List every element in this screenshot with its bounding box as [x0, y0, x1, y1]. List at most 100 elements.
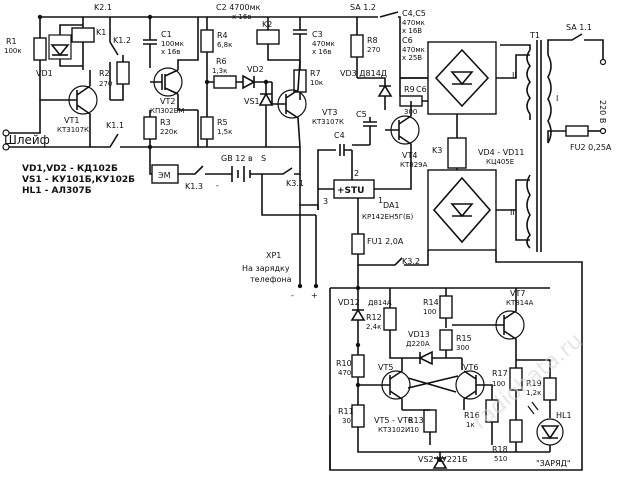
- switch-sa11: [547, 33, 604, 60]
- vs2-label: VS2 КУ221Б: [418, 455, 468, 464]
- r11-label: R11: [338, 407, 354, 416]
- vt2-label: VT2: [160, 97, 175, 106]
- r10-label: R10: [336, 359, 352, 368]
- vd4-11-label: VD4 - VD11: [478, 148, 525, 157]
- shleif-label: Шлейф: [4, 133, 50, 147]
- c5-label: C5: [356, 110, 367, 119]
- r5-label: R5: [217, 118, 228, 127]
- vt2-type: КП302БМ: [150, 107, 184, 115]
- r12-value: 2,4к: [366, 323, 381, 331]
- vd12-type: Д814А: [368, 299, 392, 307]
- c3-value: 470мк: [312, 40, 335, 48]
- power-supply-section: K3 VD4 - VD11 КЦ405Е T1 II III I SA 1.1 …: [329, 23, 612, 471]
- c2-r4-section: C2 4700мк х 16в R4 6,8к R6 1,3к VD2 VS1 …: [198, 3, 300, 148]
- vt6-label: VT6: [463, 363, 478, 372]
- da1-type: КР142ЕН5Г(Б): [362, 213, 413, 221]
- fu2-label: FU2 0,25А: [570, 143, 612, 152]
- vt1-label: VT1: [64, 116, 79, 125]
- led-hl1: [536, 418, 564, 446]
- resistor-r3: [143, 116, 157, 140]
- resistor-r13: [423, 409, 437, 433]
- capacitor-c4: [324, 144, 352, 156]
- r18-label: R18: [492, 445, 508, 454]
- k3-label: K3: [432, 146, 442, 155]
- charge-indicator-section: VD12 Д814А R12 2,4к R14 100 VD13 Д220А R…: [329, 265, 572, 470]
- xp1-line2: телефона: [250, 275, 292, 284]
- vt1-type: КТ3107К: [57, 126, 89, 134]
- transformer-core: [536, 40, 542, 252]
- k21-label: K2.1: [94, 3, 112, 12]
- resistor-r1: [33, 37, 47, 61]
- vt4-label: VT4: [402, 151, 417, 160]
- thyristor-vs1: [258, 82, 274, 106]
- fuse-fu2: [565, 125, 589, 137]
- r15-label: R15: [456, 334, 472, 343]
- k13-label: K1.3: [185, 182, 203, 191]
- regulator-section: SA 1.2 C4,C5 470мк х 16В C6 470мк х 25В …: [324, 3, 451, 169]
- k2-label: K2: [262, 20, 272, 29]
- c45-value: 470мк: [402, 19, 425, 27]
- vt5-vt6-type: КТ3102И: [378, 426, 410, 434]
- mains-voltage-label: 220 В: [598, 100, 607, 123]
- resistor-r5: [200, 116, 214, 140]
- gb-minus: -: [216, 181, 219, 190]
- r2-label: R2: [99, 69, 110, 78]
- diode-bridge-top: [434, 48, 490, 108]
- vt3-type: КТ3107К: [312, 118, 344, 126]
- da1-pin1: 1: [378, 196, 383, 205]
- r3-label: R3: [160, 118, 171, 127]
- thyristor-vs2: [432, 452, 448, 469]
- relay-coil-k1: [71, 27, 95, 43]
- resistor-r10: [351, 354, 365, 378]
- vt5-vt6-label: VT5 - VT6: [374, 416, 413, 425]
- diode-bridge-bottom: [432, 176, 492, 244]
- r14-value: 100: [423, 308, 436, 316]
- winding-i: [547, 54, 552, 144]
- switch-sa12: [360, 11, 401, 78]
- k2-vt3-section: K2 C3 470мк х 16в R7 10к VT3 КТ3107К R8 …: [256, 17, 380, 148]
- gb-s-label: S: [261, 154, 266, 163]
- xp1-line1: На зарядку: [242, 264, 290, 273]
- relay-coil-k2: [256, 29, 280, 45]
- c1-value: 100мк: [161, 40, 184, 48]
- top-left-section: R1 100к VD1 K1 K2.1 K1.2 R2 270 VT1 КТ31…: [2, 3, 360, 151]
- c45-label: C4,C5: [402, 9, 426, 18]
- r8-value: 270: [367, 46, 380, 54]
- resistor-r18: [509, 419, 523, 443]
- capacitor-c1: [143, 39, 157, 45]
- r6-value: 1,3к: [212, 67, 227, 75]
- resistor-r7: [293, 69, 307, 93]
- c2-value: х 16в: [232, 13, 251, 21]
- xp1-plus: +: [311, 291, 318, 300]
- c3-value2: х 16в: [312, 48, 331, 56]
- r7-value: 10к: [310, 79, 323, 87]
- da1-label: DA1: [383, 201, 400, 210]
- r17-label: R17: [492, 369, 508, 378]
- r10-value: 470: [338, 369, 351, 377]
- r12-label: R12: [366, 313, 382, 322]
- da1-pin2: 2: [354, 169, 359, 178]
- diode-vd13: [418, 350, 433, 366]
- capacitor-c3: [293, 17, 307, 60]
- xp1-minus: -: [291, 291, 294, 300]
- component-notes: VD1,VD2 - КД102Б VS1 - КУ101Б,КУ102Б HL1…: [22, 164, 135, 196]
- c45-value2: х 16В: [402, 27, 422, 35]
- r18-value: 510: [494, 455, 507, 463]
- resistor-r4: [200, 29, 214, 53]
- winding-iii: [526, 174, 531, 249]
- da1-pin3: 3: [323, 197, 328, 206]
- fu1-label: FU1 2,0А: [367, 237, 404, 246]
- r14-label: R14: [423, 298, 439, 307]
- r7-label: R7: [310, 69, 321, 78]
- r8-label: R8: [367, 36, 378, 45]
- r13-label: R13: [408, 416, 424, 425]
- k12-label: K1.2: [113, 36, 131, 45]
- fuse-fu1: [351, 233, 365, 255]
- r5-value: 1,5к: [217, 128, 232, 136]
- gb-label: GB 12 в: [221, 154, 253, 163]
- t1-label: T1: [529, 31, 540, 40]
- k32-label: K3.2: [402, 257, 420, 266]
- r16-label: R16: [464, 411, 480, 420]
- r6-label: R6: [216, 57, 227, 66]
- vd4-11-type: КЦ405Е: [486, 158, 514, 166]
